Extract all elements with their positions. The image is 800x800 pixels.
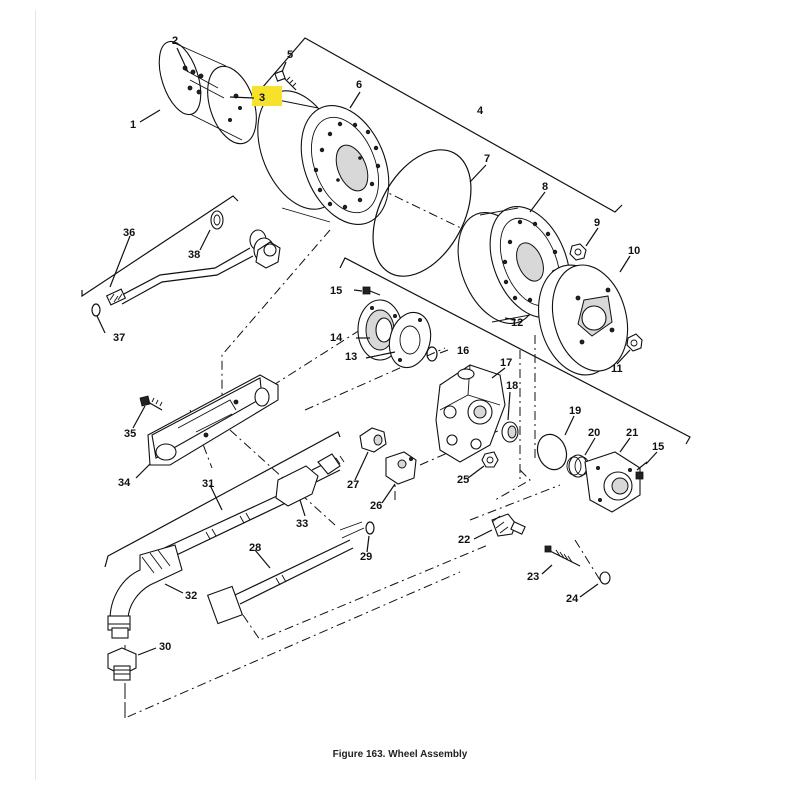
bolt-part-35 — [139, 395, 163, 411]
callout-14: 14 — [330, 332, 343, 344]
bolt-part-5 — [274, 70, 297, 91]
callout-18: 18 — [506, 380, 518, 392]
callout-30: 30 — [159, 641, 171, 653]
bracket-part-34 — [147, 374, 279, 466]
callout-26: 26 — [370, 500, 382, 512]
bolt-part-15-right — [635, 461, 648, 480]
callout-27: 27 — [347, 479, 359, 491]
valve-body-part-17 — [435, 364, 506, 463]
fitting-part-22 — [491, 513, 526, 537]
callout-15-right: 15 — [652, 441, 664, 453]
callout-7: 7 — [484, 153, 490, 165]
callout-labels: 1 2 3 4 5 6 7 8 9 10 11 12 13 14 15 16 1… — [113, 35, 664, 653]
o-ring-part-19 — [536, 433, 568, 471]
callout-6: 6 — [356, 79, 362, 91]
bolt-part-15-top — [362, 286, 381, 296]
callout-37: 37 — [113, 332, 125, 344]
highlight-callout-3 — [252, 86, 282, 106]
callout-32: 32 — [185, 590, 197, 602]
callout-33: 33 — [296, 518, 308, 530]
wheel-half-part-6 — [257, 90, 390, 225]
callout-22: 22 — [458, 534, 470, 546]
callout-10: 10 — [628, 245, 640, 257]
cap-part-24 — [599, 571, 611, 585]
callout-38: 38 — [188, 249, 200, 261]
fitting-part-27 — [359, 427, 387, 453]
fitting-part-33 — [275, 453, 345, 507]
o-ring-part-37 — [91, 303, 101, 317]
figure-caption: Figure 163. Wheel Assembly — [332, 749, 468, 760]
callout-28: 28 — [249, 542, 261, 554]
callout-8: 8 — [542, 181, 548, 193]
callout-16: 16 — [457, 345, 469, 357]
callout-21: 21 — [626, 427, 638, 439]
ring-part-38 — [210, 210, 224, 230]
callout-12: 12 — [511, 317, 523, 329]
o-ring-part-29 — [365, 521, 375, 535]
tee-part-26 — [385, 451, 417, 485]
hose-part-28 — [206, 521, 365, 625]
callout-15: 15 — [330, 285, 342, 297]
gasket-part-13 — [388, 311, 432, 369]
callout-9: 9 — [594, 217, 600, 229]
hose-assembly-part-36 — [105, 229, 281, 306]
o-ring-part-16 — [426, 346, 438, 362]
callout-35: 35 — [124, 428, 136, 440]
callout-31: 31 — [202, 478, 214, 490]
callout-4: 4 — [477, 105, 484, 117]
callout-13: 13 — [345, 351, 357, 363]
valve-core-part-23 — [544, 545, 581, 567]
nut-part-25 — [481, 451, 499, 468]
callout-19: 19 — [569, 405, 581, 417]
o-ring-part-7 — [372, 149, 472, 277]
plug-part-18 — [501, 421, 519, 443]
callout-36: 36 — [123, 227, 135, 239]
callout-24: 24 — [566, 593, 579, 605]
callout-11: 11 — [611, 363, 623, 375]
callout-3: 3 — [259, 92, 265, 104]
brake-band-part-1 — [158, 40, 257, 145]
assembly-4-bracket — [261, 37, 623, 213]
callout-1: 1 — [130, 119, 136, 131]
hose-part-31 — [159, 489, 295, 561]
assembly-12-bracket — [339, 257, 691, 445]
callout-25: 25 — [457, 474, 469, 486]
cover-part-21 — [584, 451, 641, 513]
callout-34: 34 — [118, 477, 131, 489]
callout-2: 2 — [172, 35, 178, 47]
callout-29: 29 — [360, 551, 372, 563]
elbow-part-32 — [107, 544, 183, 639]
callout-leaders — [96, 47, 658, 656]
fitting-part-30 — [107, 647, 137, 681]
callout-20: 20 — [588, 427, 600, 439]
assembly-31-bracket — [104, 431, 341, 568]
nut-part-11 — [626, 333, 643, 352]
callout-23: 23 — [527, 571, 539, 583]
drum-part-10 — [537, 264, 629, 376]
callout-17: 17 — [500, 357, 512, 369]
page-edge-line — [35, 10, 36, 780]
callout-5: 5 — [287, 49, 293, 61]
assembly-36-bracket — [81, 195, 239, 298]
nut-part-9 — [569, 243, 587, 261]
